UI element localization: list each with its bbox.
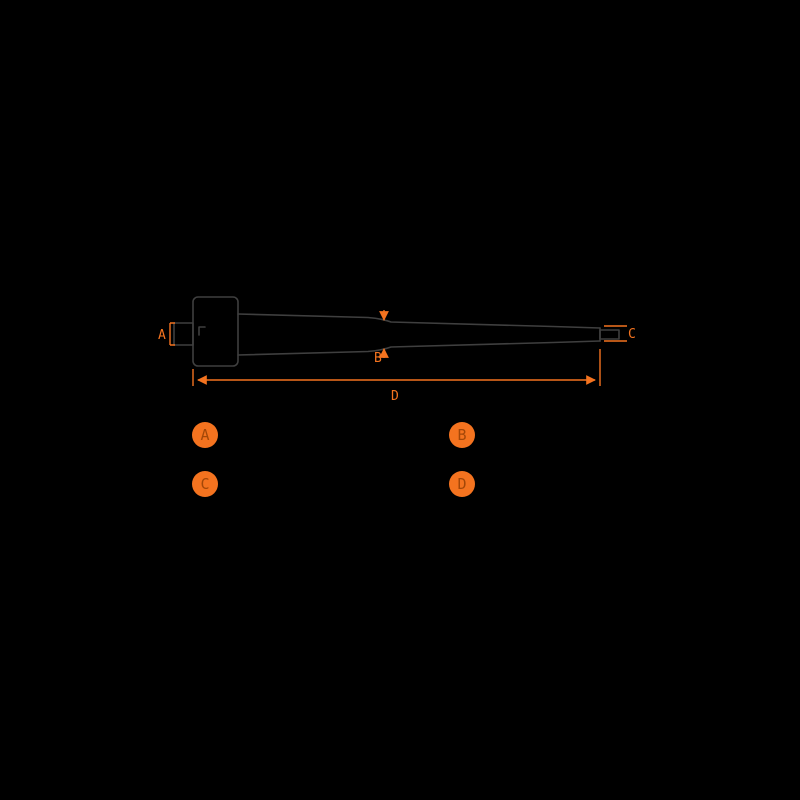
pin-head bbox=[192, 296, 239, 367]
pin-tip bbox=[599, 329, 620, 340]
dimension-label-c: C bbox=[628, 327, 636, 342]
legend-badge-d bbox=[449, 471, 475, 497]
dimension-bracket-a bbox=[169, 322, 175, 346]
pin-left-stub bbox=[173, 322, 194, 346]
pin-drawing bbox=[173, 296, 620, 367]
legend-badge-a-letter: A bbox=[200, 426, 209, 444]
legend: A B C D bbox=[192, 422, 475, 497]
pin-shaft-top-edge bbox=[237, 313, 601, 329]
pin-shaft-bottom-edge bbox=[237, 340, 601, 356]
legend-badge-a bbox=[192, 422, 218, 448]
dimension-label-d: D bbox=[391, 389, 399, 404]
dimension-label-b: B bbox=[374, 351, 382, 366]
legend-badge-c-letter: C bbox=[200, 475, 209, 493]
legend-badge-d-letter: D bbox=[457, 475, 466, 493]
pin-head-detail-mark bbox=[198, 326, 206, 336]
legend-badge-b bbox=[449, 422, 475, 448]
legend-badge-c bbox=[192, 471, 218, 497]
legend-badge-b-letter: B bbox=[457, 426, 466, 444]
dimension-callouts: A B C D bbox=[158, 310, 636, 404]
dimension-label-a: A bbox=[158, 328, 166, 343]
